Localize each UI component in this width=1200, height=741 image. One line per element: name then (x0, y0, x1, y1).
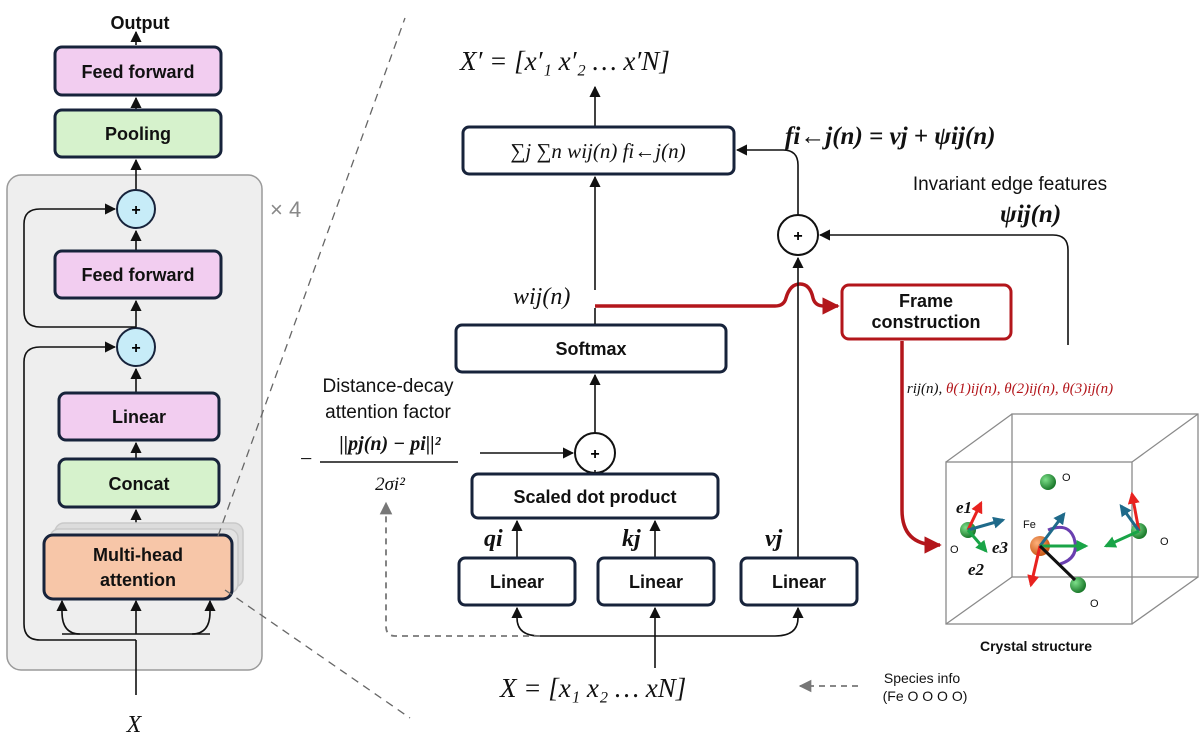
scaled-dot-product-box (470, 472, 720, 520)
species-info-line2: (Fe O O O O) (883, 688, 968, 704)
encoder-add-top-sign: + (131, 202, 140, 219)
decay-add-sign: + (590, 446, 599, 463)
v-label: vj (765, 526, 783, 552)
linear-q-label: Linear (490, 572, 544, 592)
k-label: kj (622, 526, 641, 552)
zoom-guide-top (217, 17, 406, 537)
input-expression: X = [x₁ x₂ … xN] (499, 673, 686, 703)
linear-k-label: Linear (629, 572, 683, 592)
feed-forward-label: Feed forward (81, 265, 194, 285)
unit-cell-cube (945, 413, 1199, 625)
frame-label-line2: construction (871, 312, 980, 332)
encoder-add-bottom (116, 327, 156, 367)
pooling-label: Pooling (105, 124, 171, 144)
e2-label: e2 (968, 560, 985, 579)
atom-o-bottom-label: O (1090, 598, 1099, 610)
pooling-box (53, 108, 223, 159)
linear-q-box (457, 556, 577, 607)
linear-k-box (596, 556, 716, 607)
feed-forward-box (53, 249, 223, 300)
weighted-sum-box (461, 125, 736, 176)
output-label: Output (111, 13, 170, 33)
atom-o-right-label: O (1160, 536, 1169, 548)
concat-label: Concat (108, 474, 169, 494)
decay-title-line1: Distance-decay (323, 376, 454, 397)
linear-v-label: Linear (772, 572, 826, 592)
feed-forward-top-label: Feed forward (81, 62, 194, 82)
linear-label: Linear (112, 407, 166, 427)
weighted-sum-expression: ∑j ∑n wij(n) fi←j(n) (510, 139, 685, 163)
q-label: qi (484, 526, 503, 552)
atom-o-top (1040, 474, 1056, 490)
frame-construction-box (840, 283, 1013, 341)
softmax-label: Softmax (555, 339, 626, 359)
scaled-dot-product-label: Scaled dot product (513, 487, 676, 507)
atom-fe-label: Fe (1023, 519, 1036, 531)
crystal-caption: Crystal structure (980, 638, 1092, 654)
geometry-label: rij(n), θ(1)ij(n), θ(2)ij(n), θ(3)ij(n) (907, 381, 1113, 397)
e3-label: e3 (992, 538, 1009, 557)
encoder-add-bottom-sign: + (131, 340, 140, 357)
decay-denominator: 2σi² (375, 474, 405, 495)
zoom-guide-bottom (224, 589, 411, 719)
invariant-edge-title: Invariant edge features (913, 174, 1107, 195)
decay-title-line2: attention factor (325, 402, 451, 423)
encoder-add-top (116, 189, 156, 229)
edge-add-sign: + (793, 228, 802, 245)
mha-label-line2: attention (100, 570, 176, 590)
psi-label: ψij(n) (1000, 201, 1061, 228)
f-definition: fi←j(n) = vj + ψij(n) (785, 123, 995, 150)
multi-head-attention-box (42, 533, 234, 601)
crystal-structure: rij(n), θ(1)ij(n), θ(2)ij(n), θ(3)ij(n) … (900, 341, 1199, 654)
feed-forward-top-box (53, 45, 223, 97)
softmax-box (454, 323, 728, 374)
e1-label: e1 (956, 498, 972, 517)
species-info-line1: Species info (884, 670, 960, 686)
decay-numerator: ||pj(n) − pi||² (339, 433, 441, 455)
attention-block: X′ = [x′₁ x′₂ … x′N] ∑j ∑n wij(n) fi←j(n… (300, 46, 1107, 704)
encoder-stack: × 4 Output Feed forward Pooling + Feed f… (6, 13, 301, 738)
linear-box (57, 391, 221, 442)
atom-o-left-label: O (950, 544, 959, 556)
frame-label-line1: Frame (899, 291, 953, 311)
output-expression: X′ = [x′₁ x′₂ … x′N] (459, 46, 670, 76)
repeat-label: × 4 (270, 197, 301, 222)
linear-v-box (739, 556, 859, 607)
concat-box (57, 457, 221, 509)
decay-minus: − (300, 446, 312, 471)
atom-o-top-label: O (1062, 472, 1071, 484)
weight-label: wij(n) (513, 284, 570, 310)
encoder-input-label: X (126, 712, 143, 738)
mha-label-line1: Multi-head (93, 545, 183, 565)
